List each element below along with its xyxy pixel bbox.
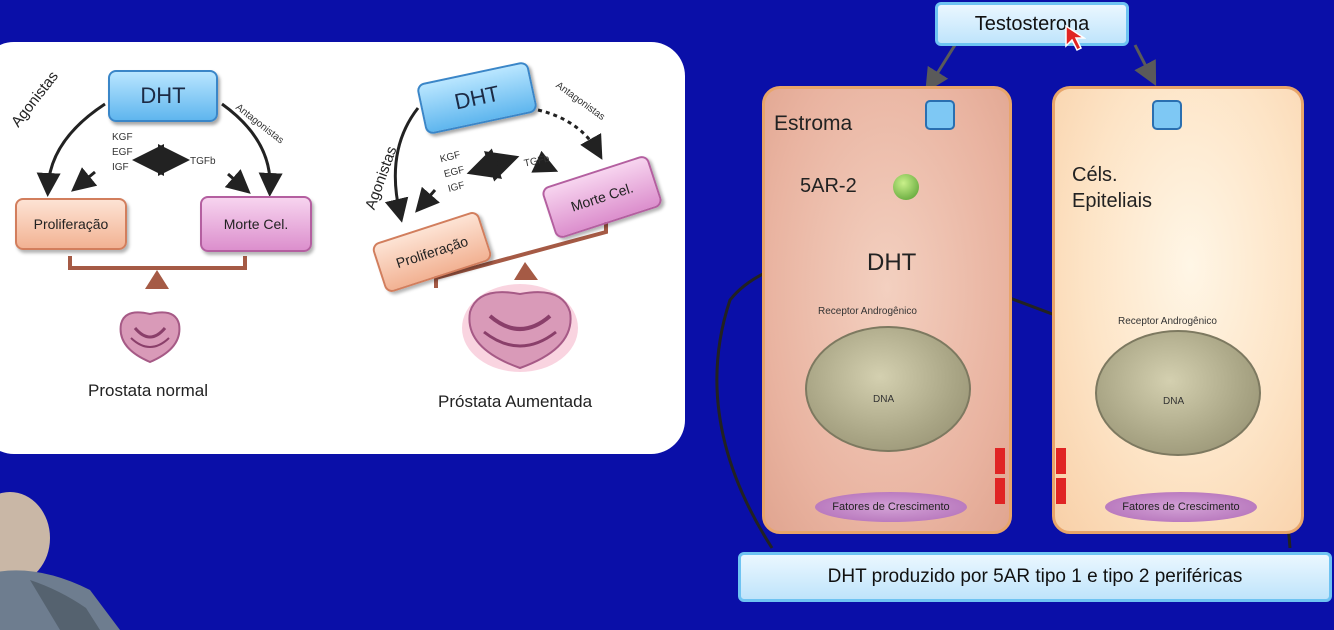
- estroma-cell: [762, 86, 1012, 534]
- epitelial-label-line1: Céls.: [1072, 164, 1118, 186]
- estroma-nucleus: [805, 326, 971, 452]
- morte-cel-box-normal: Morte Cel.: [200, 196, 312, 252]
- dht-box-normal: DHT: [108, 70, 218, 122]
- kgf-label-normal: KGF: [112, 132, 133, 143]
- testosterona-box: Testosterona: [935, 2, 1129, 46]
- caption-prostata-normal: Prostata normal: [88, 381, 208, 400]
- cursor-arrow-icon: [1065, 24, 1086, 52]
- receptor-epitelial-label: Receptor Androgênico: [1118, 316, 1217, 327]
- prostate-normal-icon: [119, 311, 181, 364]
- prostate-enlarged-icon: [462, 284, 578, 372]
- estroma-membrane-receptor: [925, 100, 955, 130]
- tgfb-label-normal: TGFb: [190, 156, 216, 167]
- presenter-thumbnail: [0, 492, 120, 630]
- footer-caption-box: DHT produzido por 5AR tipo 1 e tipo 2 pe…: [738, 552, 1332, 602]
- dna-estroma-label: DNA: [873, 394, 895, 405]
- caption-prostata-aumentada: Próstata Aumentada: [438, 392, 593, 411]
- red-mark-left-1: [995, 448, 1005, 474]
- fatores-epitelial: Fatores de Crescimento: [1105, 492, 1257, 522]
- dht-estroma-label: DHT: [867, 249, 917, 276]
- red-mark-right-1: [1056, 448, 1066, 474]
- receptor-estroma-label: Receptor Androgênico: [818, 306, 917, 317]
- igf-label-normal: IGF: [112, 162, 129, 173]
- enzyme-5ar2-dot: [893, 174, 919, 200]
- proliferacao-box-normal: Proliferação: [15, 198, 127, 250]
- epitelial-label-line2: Epiteliais: [1072, 190, 1153, 212]
- estroma-label: Estroma: [774, 112, 853, 135]
- egf-label-normal: EGF: [112, 147, 133, 158]
- enzyme-5ar2-label: 5AR-2: [800, 175, 857, 197]
- fatores-estroma: Fatores de Crescimento: [815, 492, 967, 522]
- red-mark-left-2: [995, 478, 1005, 504]
- dna-epitelial-label: DNA: [1163, 396, 1185, 407]
- epitelial-cell: [1052, 86, 1304, 534]
- red-mark-right-2: [1056, 478, 1066, 504]
- epitelial-membrane-receptor: [1152, 100, 1182, 130]
- epitelial-nucleus: [1095, 330, 1261, 456]
